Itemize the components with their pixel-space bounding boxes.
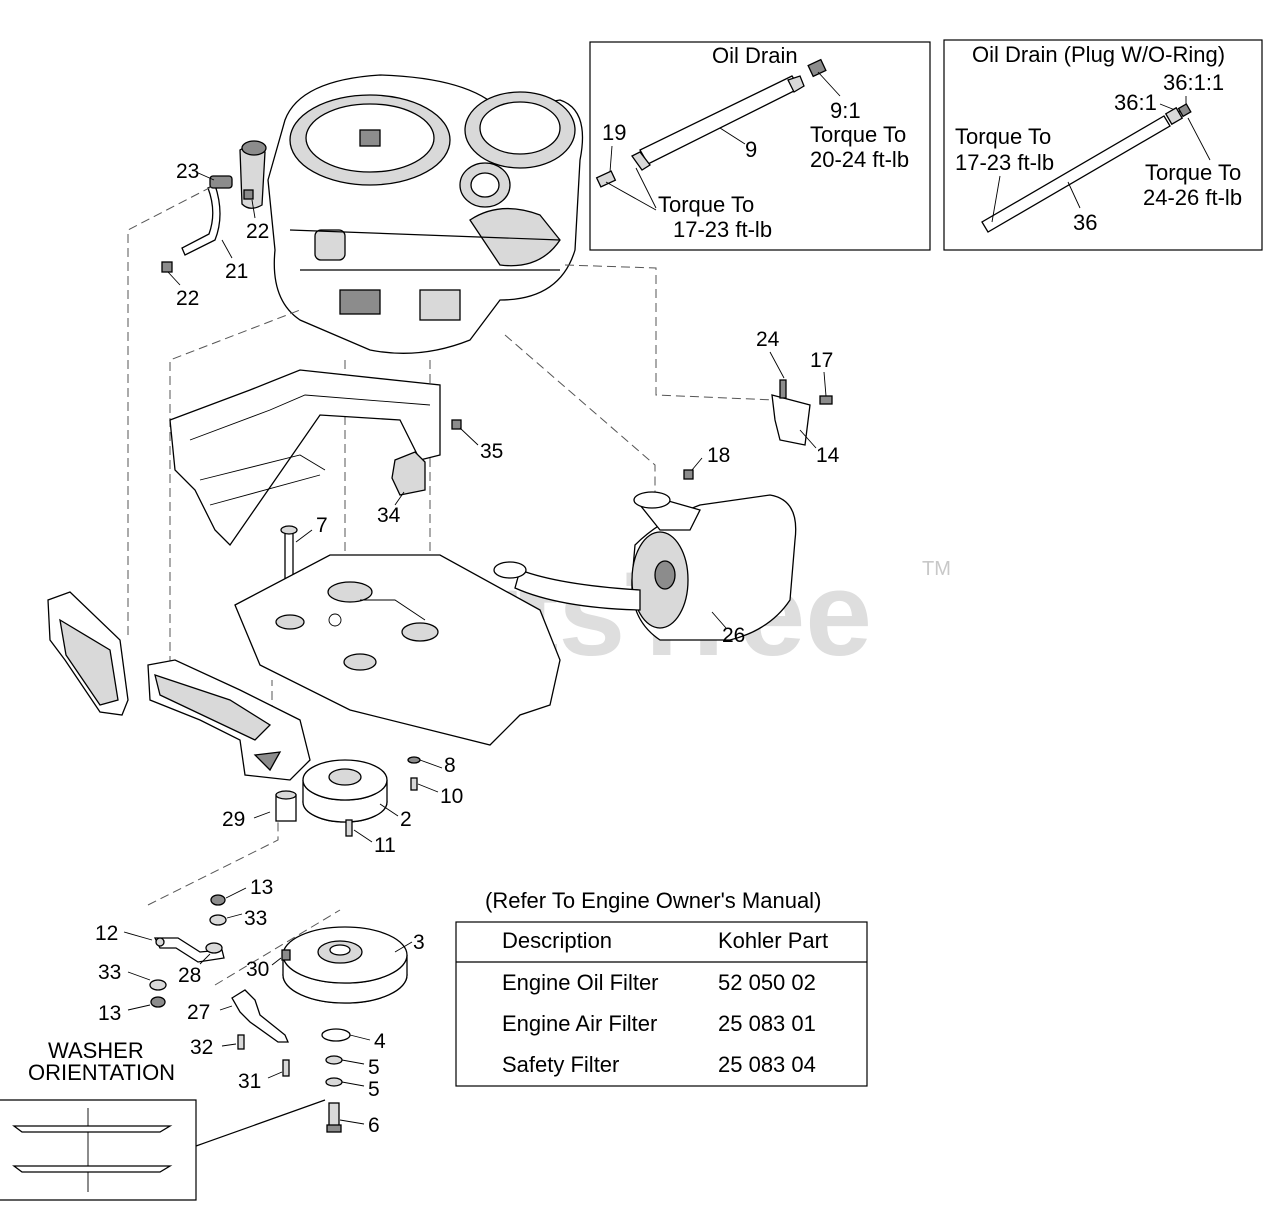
filter-row-desc: Safety Filter — [502, 1052, 619, 1077]
inset-oil-drain-plug-title: Oil Drain (Plug W/O-Ring) — [972, 42, 1225, 67]
clutch-bracket-lower — [231, 989, 289, 1043]
muffler — [493, 491, 797, 641]
filter-table-header-description: Description — [502, 928, 612, 953]
plug-torque-left-a: Torque To — [955, 124, 1051, 149]
callout-28: 28 — [178, 964, 201, 987]
plug-torque-right-b: 24-26 ft-lb — [1143, 185, 1242, 210]
inset-oil-drain-frame — [589, 41, 931, 251]
label-19: 19 — [602, 120, 626, 145]
callout-7: 7 — [316, 514, 328, 537]
oil-drain-hose — [595, 58, 827, 188]
callout-22-top: 22 — [246, 220, 269, 243]
filter-row-part: 52 050 02 — [718, 970, 816, 995]
callout-4: 4 — [374, 1030, 386, 1053]
bolt-6 — [326, 1102, 342, 1133]
callout-6: 6 — [368, 1114, 380, 1137]
callout-29: 29 — [222, 808, 245, 831]
inset-oil-drain-plug: Oil Drain (Plug W/O-Ring) 36:1:1 36:1 To… — [943, 39, 1263, 251]
label-36-1: 36:1 — [1114, 90, 1157, 115]
callout-5-upper: 5 — [368, 1056, 380, 1079]
filter-row-desc: Engine Air Filter — [502, 1011, 657, 1036]
callout-8: 8 — [444, 754, 456, 777]
filter-row-desc: Engine Oil Filter — [502, 970, 659, 995]
filter-table-caption: (Refer To Engine Owner's Manual) — [485, 888, 821, 913]
callout-17: 17 — [810, 349, 833, 372]
callout-33-lower: 33 — [98, 961, 121, 984]
inset-oil-drain: Oil Drain 9:1 Torque To 20-24 ft-lb 9 19… — [589, 41, 931, 251]
breather-hose — [161, 175, 254, 273]
oil-drain-torque-b: 20-24 ft-lb — [810, 147, 909, 172]
callout-14: 14 — [816, 444, 840, 467]
inset-oil-drain-title: Oil Drain — [712, 43, 798, 68]
oil-drain-19-torque-b: 17-23 ft-lb — [673, 217, 772, 242]
callout-34: 34 — [377, 504, 401, 527]
engine-mount-plate — [234, 554, 561, 746]
callout-32: 32 — [190, 1036, 213, 1059]
muffler-bracket — [771, 379, 833, 446]
callout-33-upper: 33 — [244, 907, 267, 930]
callout-10: 10 — [440, 785, 463, 808]
callout-11: 11 — [374, 834, 396, 857]
oil-drain-torque-a: Torque To — [810, 122, 906, 147]
callout-13-lower: 13 — [98, 1002, 121, 1025]
washer-title-line2: ORIENTATION — [28, 1060, 175, 1085]
bolt-7 — [280, 525, 298, 581]
oil-drain-19-torque-a: Torque To — [658, 192, 754, 217]
clutch-bracket-upper — [153, 937, 225, 963]
callout-5-lower: 5 — [368, 1078, 380, 1101]
label-36: 36 — [1073, 210, 1097, 235]
oil-drain-plug-hose — [981, 103, 1192, 233]
callout-30: 30 — [246, 958, 269, 981]
filter-row-part: 25 083 01 — [718, 1011, 816, 1036]
watermark-trademark: TM — [922, 558, 951, 580]
left-guard-upper — [47, 591, 129, 716]
filter-row-part: 25 083 04 — [718, 1052, 816, 1077]
pulley — [302, 759, 388, 823]
engine-shield — [169, 369, 462, 547]
callout-23: 23 — [176, 160, 199, 183]
callout-3: 3 — [413, 931, 425, 954]
label-9: 9 — [745, 137, 757, 162]
callout-22-bottom: 22 — [176, 287, 199, 310]
left-guard-lower — [147, 659, 311, 781]
label-36-1-1: 36:1:1 — [1163, 70, 1224, 95]
callout-21: 21 — [225, 260, 248, 283]
callout-27: 27 — [187, 1001, 210, 1024]
callout-2: 2 — [400, 808, 412, 831]
callout-13-upper: 13 — [250, 876, 273, 899]
washer-orientation-detail: WASHER ORIENTATION — [0, 1038, 326, 1201]
callout-31: 31 — [238, 1070, 261, 1093]
callout-35: 35 — [480, 440, 503, 463]
callout-12: 12 — [95, 922, 118, 945]
callout-18: 18 — [707, 444, 730, 467]
plug-torque-right-a: Torque To — [1145, 160, 1241, 185]
filter-table-header-part: Kohler Part — [718, 928, 828, 953]
label-9-1: 9:1 — [830, 98, 861, 123]
engine-assembly — [239, 74, 584, 354]
callout-26: 26 — [722, 624, 745, 647]
spacer-29 — [275, 790, 297, 822]
callout-24: 24 — [756, 328, 780, 351]
filter-table: (Refer To Engine Owner's Manual) Descrip… — [455, 888, 868, 1087]
electric-clutch — [282, 926, 408, 1004]
filter-table-frame — [455, 921, 868, 1087]
washer-title-line1: WASHER — [48, 1038, 144, 1063]
plug-torque-left-b: 17-23 ft-lb — [955, 150, 1054, 175]
